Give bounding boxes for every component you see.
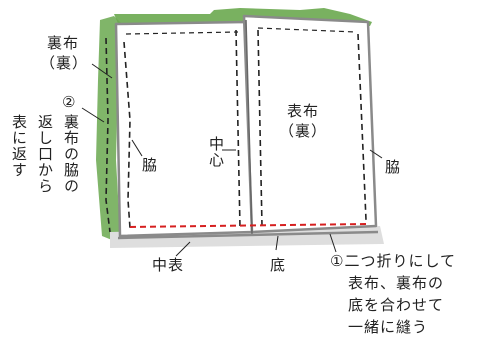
soko-label: 底 — [270, 256, 287, 274]
step2-col2: 返し口から — [36, 114, 54, 194]
center-fold-line — [245, 19, 253, 235]
lining-edge-strip — [96, 16, 122, 240]
left-panel-outline — [114, 20, 254, 238]
ura-nuno-label: 裏布 — [47, 34, 80, 52]
step1-line3: 底を合わせて — [348, 296, 445, 314]
omote-paren-label: （裏） — [279, 122, 328, 140]
step1-line4: 一緒に縫う — [348, 318, 429, 336]
leader-ura — [91, 63, 113, 79]
right-stitch — [357, 33, 367, 221]
omote-nuno-label: 表布 — [287, 102, 320, 120]
step2-col1: 裏布の脇の — [62, 114, 80, 194]
waki-right-label: 脇 — [385, 158, 402, 176]
bottom-edge — [117, 230, 379, 240]
step2-col3: 表に返す — [10, 114, 28, 178]
chuushin-label: 中心 — [207, 136, 225, 168]
leader-soko — [275, 235, 279, 251]
leader-waki-right — [369, 149, 383, 159]
waki-left-label: 脇 — [142, 156, 159, 174]
center-right-stitch — [257, 29, 263, 227]
leader-naka-omote — [175, 241, 191, 257]
left-inner-stitch — [123, 41, 131, 229]
step1-line1: ①二つ折りにして — [330, 252, 456, 270]
center-left-stitch — [235, 29, 241, 229]
top-stitch-right — [257, 27, 357, 33]
step2-number: ② — [62, 93, 77, 111]
leader-step1 — [329, 233, 337, 253]
left-outer-stitch — [105, 37, 111, 233]
leader-step2 — [81, 107, 105, 123]
naka-omote-label: 中表 — [152, 256, 185, 274]
ura-paren-label: （裏） — [40, 54, 89, 72]
top-stitch-left — [125, 31, 239, 35]
step1-line2: 表布、裏布の — [348, 274, 445, 292]
leader-waki-left — [131, 139, 143, 157]
